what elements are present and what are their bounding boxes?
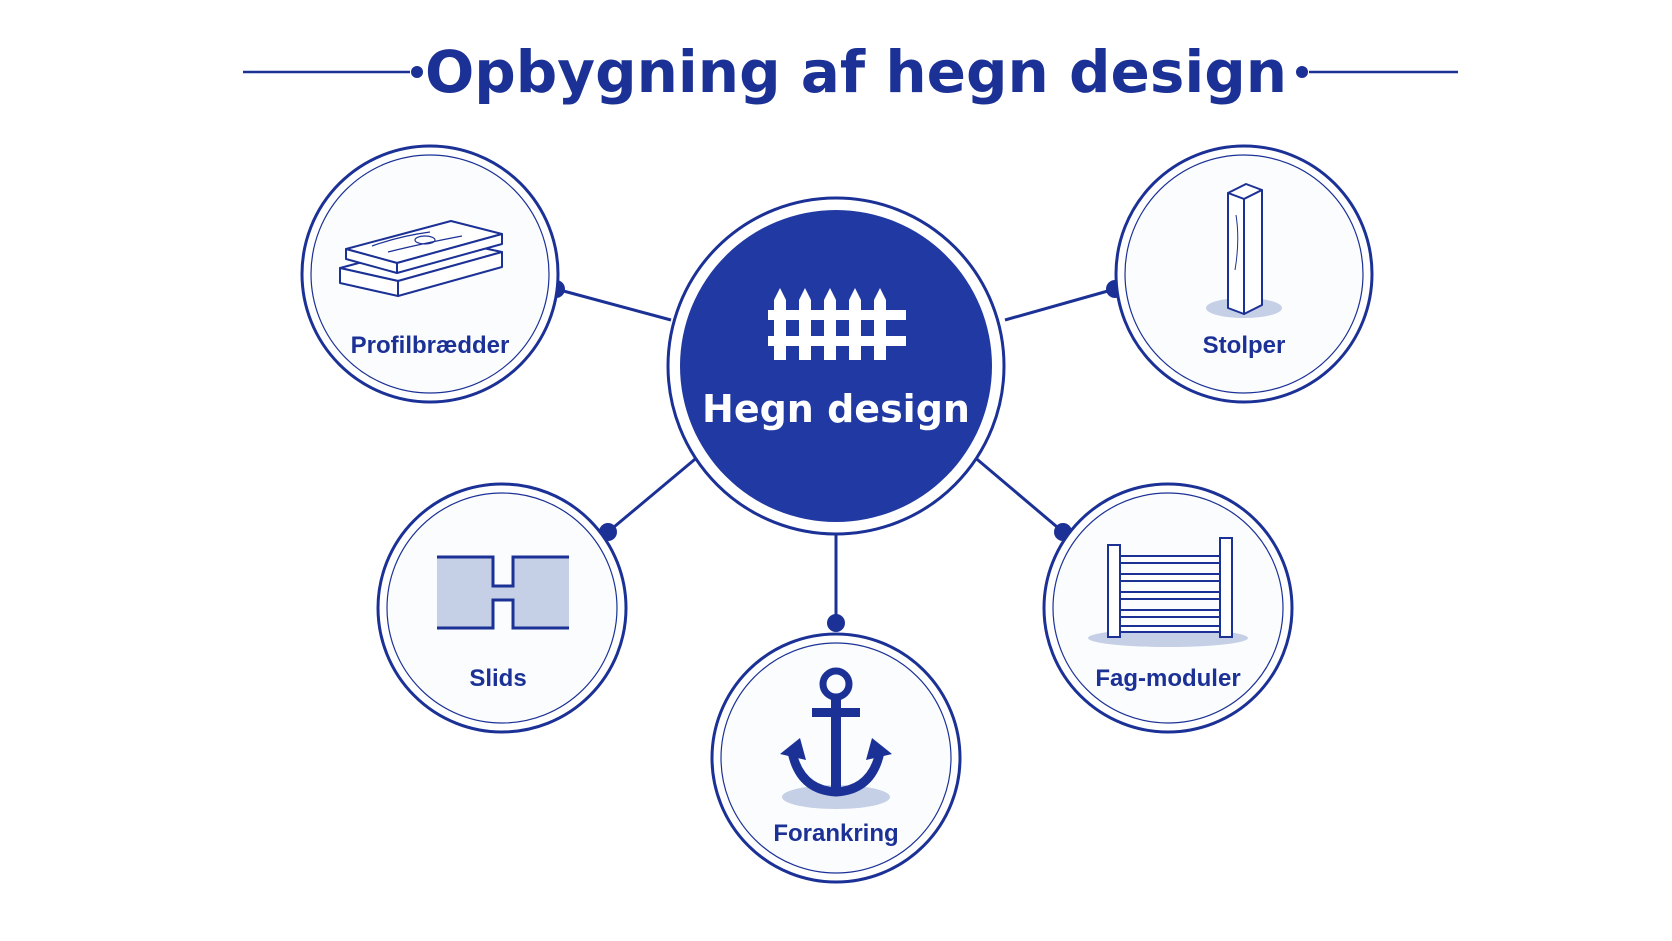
page-title: Opbygning af hegn design <box>425 38 1287 106</box>
connectors <box>555 287 1116 623</box>
anchor-icon <box>780 667 892 809</box>
center-node-fill <box>680 210 992 522</box>
connector-fag-moduler <box>971 453 1064 534</box>
node-profilbraedder: Profilbrædder <box>300 144 560 404</box>
connector-dot-forankring <box>827 614 845 632</box>
connector-slids <box>607 453 701 534</box>
connector-stolper <box>1004 287 1116 322</box>
fence-panel-icon <box>1088 537 1248 647</box>
node-stolper: Stolper <box>1114 144 1374 404</box>
center-node-label: Hegn design <box>702 387 970 431</box>
stacked-boards-icon <box>339 220 503 297</box>
node-forankring-label: Forankring <box>773 820 898 847</box>
picket-fence-icon <box>768 288 906 360</box>
connector-profilbraedder <box>555 287 672 322</box>
title-group: Opbygning af hegn design <box>243 38 1458 106</box>
node-profilbraedder-label: Profilbrædder <box>351 332 510 359</box>
node-slids-inner-ring <box>386 492 618 724</box>
node-stolper-label: Stolper <box>1203 332 1286 359</box>
node-forankring: Forankring <box>710 632 962 884</box>
node-slids: Slids <box>376 482 628 734</box>
node-fag-moduler: Fag-moduler <box>1042 482 1294 734</box>
post-icon <box>1206 183 1282 318</box>
node-fag-moduler-label: Fag-moduler <box>1095 665 1240 692</box>
title-rule-right-dot <box>1296 66 1308 78</box>
node-slids-label: Slids <box>469 665 526 692</box>
title-rule-left-dot <box>411 66 423 78</box>
center-node: Hegn design <box>666 196 1006 536</box>
slot-profile-icon <box>437 555 569 630</box>
